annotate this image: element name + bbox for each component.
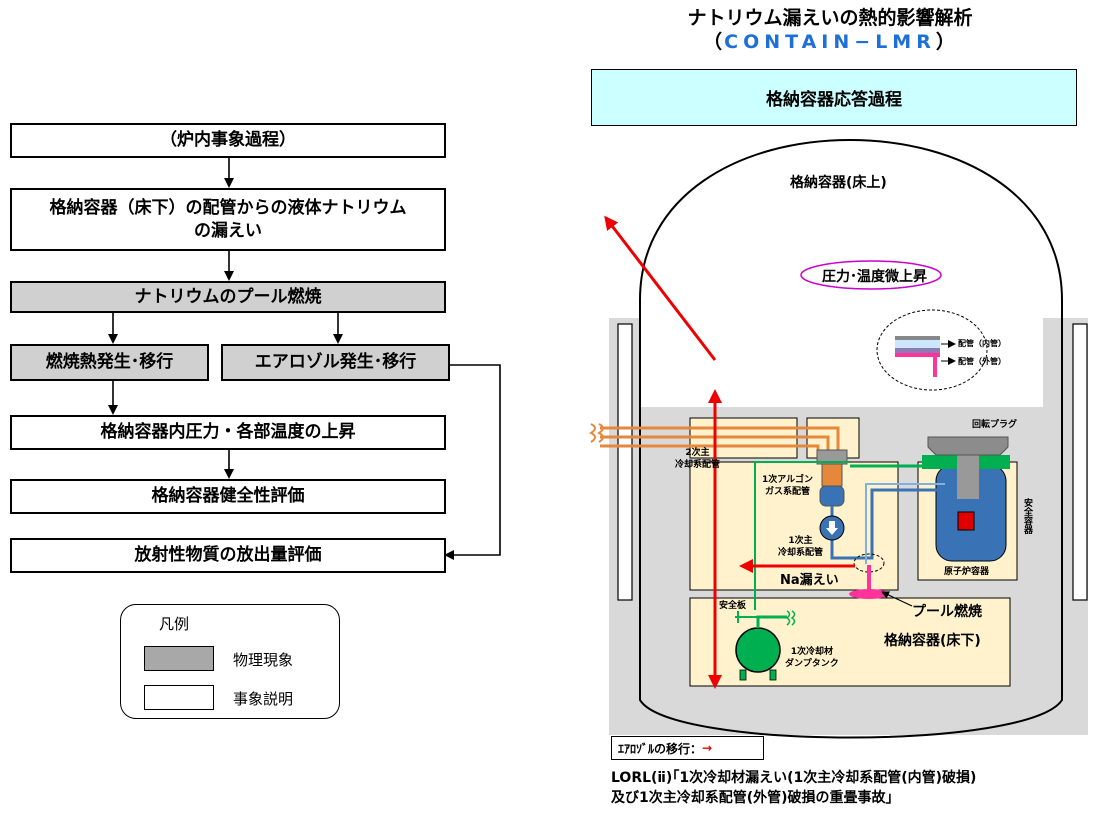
primary-piping-2: [830, 488, 945, 560]
na-leak-label: Na漏えい: [780, 573, 839, 588]
diagram-header-label: 格納容器応答過程: [766, 90, 902, 110]
dump-tank: [735, 627, 781, 673]
title-paren-close: ）: [935, 31, 957, 53]
guard-vessel-label: 安全容器: [1022, 498, 1032, 534]
aerosol-legend-arrow: →: [702, 741, 713, 755]
step-pool-fire: ナトリウムのプール燃焼: [10, 281, 446, 313]
step-aerosol-transfer: エアロゾル発生･移行: [221, 344, 450, 381]
containment-vessel-outline: [639, 138, 1063, 739]
relief-plate-label: 安全板: [719, 601, 747, 611]
aerosol-legend-label: ｴｱﾛｿﾞﾙの移行：: [618, 741, 703, 756]
pressure-label: 圧力･温度微上昇: [822, 269, 927, 285]
aerosol-legend: ｴｱﾛｿﾞﾙの移行：→: [611, 736, 764, 760]
dump-tank-label: 1次冷却材 ダンプタンク: [785, 647, 839, 669]
step-heat-transfer-label: 燃焼熱発生･移行: [45, 352, 174, 373]
step-aerosol-transfer-label: エアロゾル発生･移行: [254, 352, 417, 373]
rotating-plug: [927, 436, 1009, 456]
argon-piping-label: 1次アルゴン ガス系配管: [762, 475, 813, 497]
sodium-drip: [867, 565, 871, 590]
right-wall: [1072, 323, 1088, 601]
rotating-plug-stem: [957, 447, 979, 499]
step-integrity-evaluation-label: 格納容器健全性評価: [151, 486, 305, 507]
step-integrity-evaluation: 格納容器健全性評価: [10, 479, 446, 514]
legend-swatch-event: [144, 685, 214, 710]
pipe-outer-label: 配管（外管）: [958, 357, 1006, 366]
pool-fire-label: プール燃焼: [912, 604, 982, 620]
ihx-body: [819, 485, 845, 507]
left-wall: [617, 323, 633, 601]
step-pressure-rise: 格納容器内圧力・各部温度の上昇: [10, 415, 446, 450]
caption: LORL(ⅱ)｢1次冷却材漏えい(1次主冷却系配管(内管)破損) 及び1次主冷却…: [611, 768, 976, 808]
legend-event-label: 事象説明: [233, 690, 294, 708]
step-sodium-leak: 格納容器（床下）の配管からの液体ナトリウム の漏えい: [10, 188, 446, 251]
reactor-core: [957, 511, 975, 531]
pressure-ellipse: [800, 260, 942, 290]
legend: 凡例 物理現象 事象説明: [120, 604, 340, 719]
step-release-evaluation: 放射性物質の放出量評価: [10, 538, 446, 573]
argon-gas-line-2: [754, 461, 850, 610]
reactor-vessel-label: 原子炉容器: [944, 567, 990, 577]
title-paren-open: （: [703, 31, 725, 53]
legend-physical-label: 物理現象: [233, 651, 294, 669]
step-pressure-rise-label: 格納容器内圧力・各部温度の上昇: [100, 422, 356, 443]
step-pool-fire-label: ナトリウムのプール燃焼: [134, 286, 322, 307]
step-in-core-events: （炉内事象過程）: [10, 123, 446, 158]
step-sodium-leak-label: 格納容器（床下）の配管からの液体ナトリウム の漏えい: [49, 198, 407, 241]
lower-floor-label: 格納容器(床下): [884, 633, 981, 649]
rotating-plug-label: 回転プラグ: [972, 420, 1018, 430]
pipe-inner-label: 配管（内管）: [958, 339, 1006, 348]
diagram-title-line2: （CONTAIN−LMR）: [590, 30, 1070, 54]
diagram-header: 格納容器応答過程: [591, 69, 1077, 126]
secondary-piping-label: 2次主 冷却系配管: [675, 448, 721, 470]
ihx-orange: [821, 463, 843, 487]
legend-swatch-physical: [144, 646, 214, 671]
lower-compartment: [689, 461, 899, 591]
leak-point: [853, 553, 885, 573]
step-in-core-events-label: （炉内事象過程）: [160, 130, 296, 151]
sodium-pool: [849, 589, 889, 599]
step-release-evaluation-label: 放射性物質の放出量評価: [134, 545, 322, 566]
diagram-title-line1: ナトリウム漏えいの熱的影響解析: [687, 7, 973, 29]
legend-title: 凡例: [159, 615, 190, 633]
step-heat-transfer: 燃焼熱発生･移行: [10, 344, 209, 381]
caption-line1: LORL(ⅱ)｢1次冷却材漏えい(1次主冷却系配管(内管)破損): [611, 770, 977, 786]
upper-floor-label: 格納容器(床上): [790, 175, 887, 191]
primary-piping-label: 1次主 冷却系配管: [778, 536, 824, 558]
primary-piping-3: [865, 483, 945, 564]
aerosol-arrow-escape: [604, 215, 717, 361]
title-code: CONTAIN−LMR: [724, 31, 936, 53]
diagram-title: ナトリウム漏えいの熱的影響解析 （CONTAIN−LMR）: [590, 6, 1070, 54]
caption-line2: 及び1次主冷却系配管(外管)破損の重畳事故｣: [611, 790, 893, 806]
